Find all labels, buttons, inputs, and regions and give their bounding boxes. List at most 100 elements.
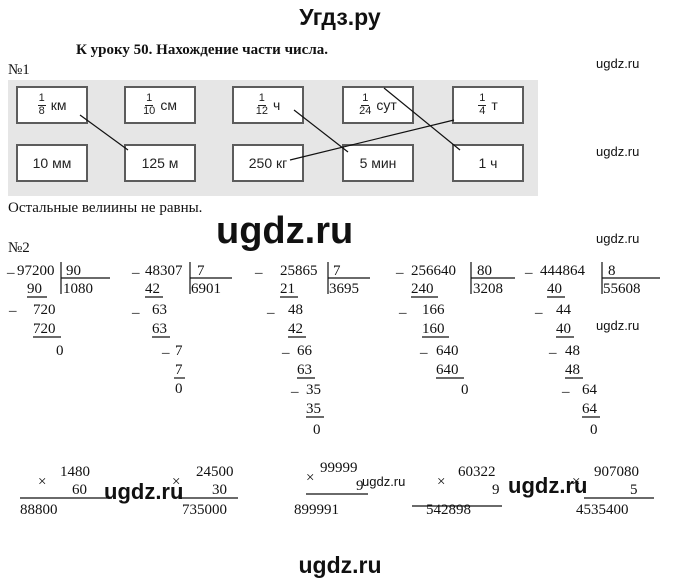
- task1-note: Остальные велиины не равны.: [8, 200, 203, 216]
- division-step: 35: [306, 382, 321, 398]
- minus-sign: _: [561, 379, 570, 395]
- division-step: 40: [547, 281, 562, 297]
- division-step: 720: [33, 321, 56, 337]
- long-division-5: _ 444864 8 55608 40 _ 44 40 _ 48 48 _ 64…: [524, 260, 660, 438]
- division-step: 90: [27, 281, 42, 297]
- connector-line: [293, 109, 349, 153]
- division-step: 64: [582, 401, 598, 417]
- quotient: 55608: [603, 281, 641, 297]
- minus-sign: _: [398, 300, 407, 316]
- minus-sign: _: [281, 340, 290, 356]
- division-step: 240: [411, 281, 434, 297]
- division-step: 42: [288, 321, 303, 337]
- site-title: Угдз.ру: [299, 4, 381, 30]
- quotient: 3208: [473, 281, 503, 297]
- division-step: 64: [582, 382, 598, 398]
- value-card: 10 мм: [16, 144, 88, 182]
- watermark: ugdz.ru: [596, 144, 640, 159]
- minus-sign: _: [8, 298, 17, 314]
- connector-line: [79, 114, 129, 151]
- division-step: 48: [288, 302, 303, 318]
- multiplicand: 99999: [320, 460, 358, 476]
- minus-sign: _: [419, 340, 428, 356]
- multiplier: 60: [72, 482, 87, 498]
- division-step: 40: [556, 321, 571, 337]
- divisor: 8: [608, 263, 616, 279]
- divisor: 80: [477, 263, 492, 279]
- minus-sign: _: [395, 260, 404, 276]
- watermark-bottom: ugdz.ru: [298, 552, 382, 578]
- task1-label: №1: [8, 62, 30, 78]
- long-division-3: _ 25865 7 3695 21 _ 48 42 _ 66 63 _ 35 3…: [254, 260, 370, 438]
- minus-sign: _: [266, 300, 275, 316]
- connector-lines: [79, 87, 461, 161]
- product: 4535400: [576, 502, 629, 518]
- task2-label: №2: [8, 240, 30, 256]
- value-card: 125 м: [124, 144, 196, 182]
- dividend: 25865: [280, 263, 318, 279]
- multiplicand: 1480: [60, 464, 90, 480]
- value-card: 1 ч: [452, 144, 524, 182]
- minus-sign: _: [548, 340, 557, 356]
- multiplier: 9: [492, 482, 500, 498]
- minus-sign: _: [131, 300, 140, 316]
- multiplier: 30: [212, 482, 227, 498]
- multiplicand: 60322: [458, 464, 496, 480]
- times-sign: ×: [437, 474, 445, 490]
- product: 899991: [294, 502, 339, 518]
- division-step: 0: [590, 422, 598, 438]
- times-sign: ×: [306, 470, 314, 486]
- watermark: ugdz.ru: [508, 473, 588, 498]
- watermark: ugdz.ru: [104, 479, 184, 504]
- lesson-title: К уроку 50. Нахождение части числа.: [76, 42, 328, 58]
- division-step: 0: [175, 381, 183, 397]
- division-step: 63: [152, 321, 167, 337]
- division-step: 640: [436, 343, 459, 359]
- watermark: ugdz.ru: [596, 318, 640, 333]
- times-sign: ×: [38, 474, 46, 490]
- division-step: 63: [297, 362, 312, 378]
- division-step: 7: [175, 362, 183, 378]
- multiplicand: 24500: [196, 464, 234, 480]
- division-step: 48: [565, 343, 580, 359]
- division-step: 35: [306, 401, 321, 417]
- minus-sign: _: [161, 340, 170, 356]
- quotient: 1080: [63, 281, 93, 297]
- dividend: 256640: [411, 263, 456, 279]
- quotient: 6901: [191, 281, 221, 297]
- product: 542898: [426, 502, 471, 518]
- connector-line: [383, 87, 461, 151]
- division-step: 166: [422, 302, 445, 318]
- division-step: 42: [145, 281, 160, 297]
- multiplier: 5: [630, 482, 638, 498]
- divisor: 90: [66, 263, 81, 279]
- division-step: 720: [33, 302, 56, 318]
- multiplication-1: × 1480 60 88800: [20, 464, 112, 518]
- watermark-large: ugdz.ru: [216, 210, 354, 252]
- division-step: 160: [422, 321, 445, 337]
- division-step: 640: [436, 362, 459, 378]
- division-step: 0: [461, 382, 469, 398]
- division-step: 63: [152, 302, 167, 318]
- watermark: ugdz.ru: [596, 56, 640, 71]
- long-division-1: _ 97200 90 1080 90 _ 720 720 0: [6, 260, 110, 359]
- watermark: ugdz.ru: [362, 474, 406, 489]
- value-card: 250 кг: [232, 144, 304, 182]
- watermark: ugdz.ru: [596, 231, 640, 246]
- division-step: 0: [313, 422, 321, 438]
- divisor: 7: [197, 263, 205, 279]
- minus-sign: _: [290, 379, 299, 395]
- product: 88800: [20, 502, 58, 518]
- connector-line: [289, 119, 455, 161]
- minus-sign: _: [254, 260, 263, 276]
